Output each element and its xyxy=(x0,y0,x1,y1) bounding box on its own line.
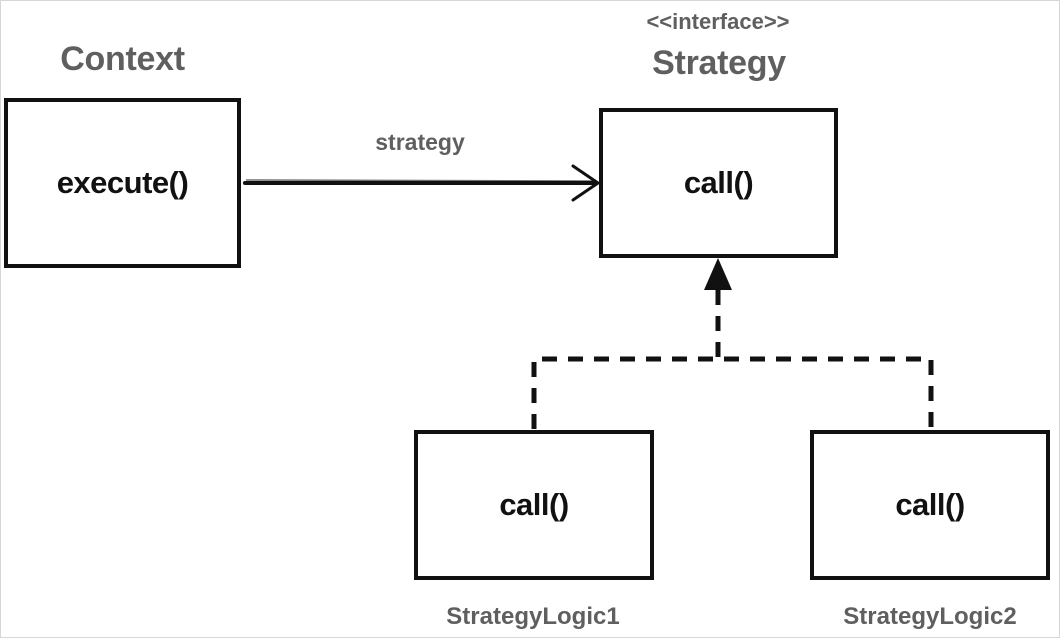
strategy-method: call() xyxy=(683,165,754,200)
context-method: execute() xyxy=(56,165,189,200)
strategy-logic1-label: StrategyLogic1 xyxy=(446,603,620,630)
strategy-logic2-method: call() xyxy=(895,487,965,522)
strategy-box: call() xyxy=(599,108,838,258)
strategy-logic1-box: call() xyxy=(414,430,654,580)
strategy-logic2-label: StrategyLogic2 xyxy=(843,603,1017,630)
realization-arrowhead xyxy=(704,258,732,290)
strategy-stereotype: <<interface>> xyxy=(646,9,790,34)
association-label: strategy xyxy=(375,129,465,155)
realization-connector xyxy=(531,290,934,429)
strategy-logic2-box: call() xyxy=(810,430,1050,580)
association-arrow xyxy=(243,164,600,202)
context-title: Context xyxy=(60,40,185,78)
context-box: execute() xyxy=(4,98,241,268)
strategy-logic1-method: call() xyxy=(499,487,569,522)
strategy-title: Strategy xyxy=(652,44,786,82)
